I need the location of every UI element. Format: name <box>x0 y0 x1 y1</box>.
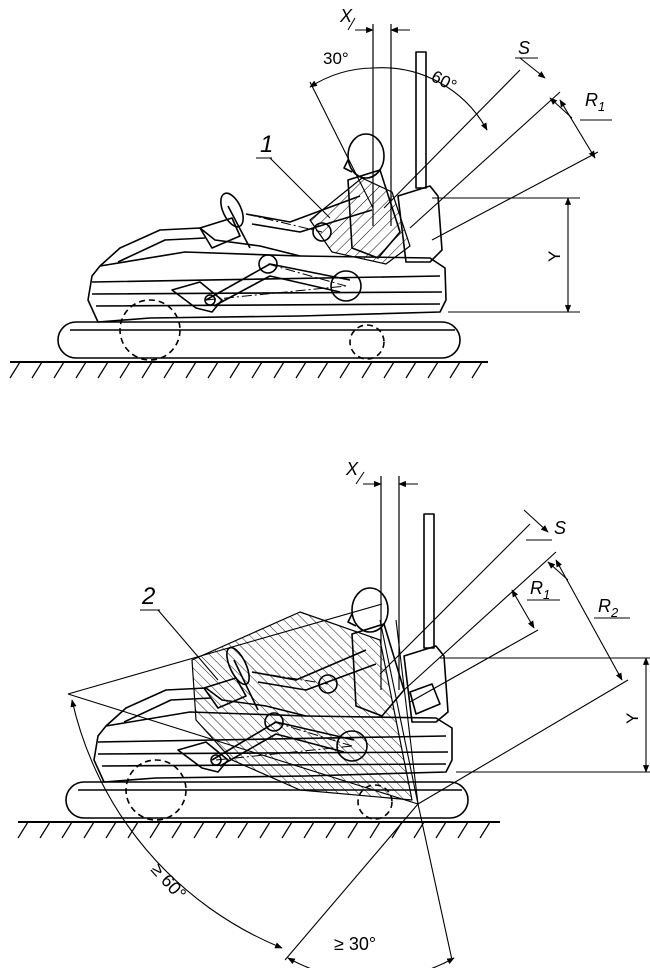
top-hip-joint <box>330 270 362 302</box>
top-bumper-car-figure <box>9 17 612 379</box>
top-dim-x-label: X <box>339 6 353 26</box>
bottom-dummy-head <box>351 587 389 633</box>
top-angle-front-label: 60° <box>428 67 460 96</box>
top-angle-back-label: 30° <box>323 49 349 68</box>
bottom-dim-y-label: Y <box>623 713 642 724</box>
bottom-angle-front-label: ≥ 60° <box>147 859 190 904</box>
bottom-angle-bottom-label: ≥ 30° <box>334 934 376 954</box>
top-dim-y-label: Y <box>545 251 564 262</box>
bottom-dim-r1-label: R1 <box>530 578 550 602</box>
top-dim-r1-label: R1 <box>585 90 605 114</box>
bottom-rear-wheel <box>357 784 393 820</box>
top-ground-hatching <box>9 361 483 379</box>
top-callout-label: 1 <box>260 131 273 158</box>
top-foot-area <box>171 281 223 313</box>
top-hatched-zone <box>309 177 411 265</box>
bottom-callout-label: 2 <box>141 583 155 610</box>
bottom-dim-x-label: X <box>345 459 359 479</box>
top-dim-s-label: S <box>518 38 530 58</box>
top-base-bumper <box>57 321 461 359</box>
bottom-seat-back <box>403 645 449 723</box>
top-dashboard <box>199 217 241 249</box>
bottom-dim-r2-label: R2 <box>598 596 619 620</box>
top-car-body <box>87 251 447 323</box>
top-dummy-head <box>347 133 385 179</box>
top-seat-back <box>397 185 443 263</box>
top-front-wheel <box>119 299 181 361</box>
top-dummy-leg <box>205 263 351 307</box>
bottom-labels: X S R1 R2 Y 2 ≥ 60° ≥ 30° <box>141 459 642 954</box>
top-pole <box>415 51 427 189</box>
bottom-bumper-car-figure <box>17 471 650 968</box>
bottom-hatched-zone <box>191 611 413 801</box>
bottom-dim-s-label: S <box>554 518 566 538</box>
top-steering-wheel <box>220 192 244 228</box>
bottom-ground-hatching <box>17 821 491 839</box>
bottom-pole <box>423 513 435 649</box>
top-rear-wheel <box>349 324 385 360</box>
